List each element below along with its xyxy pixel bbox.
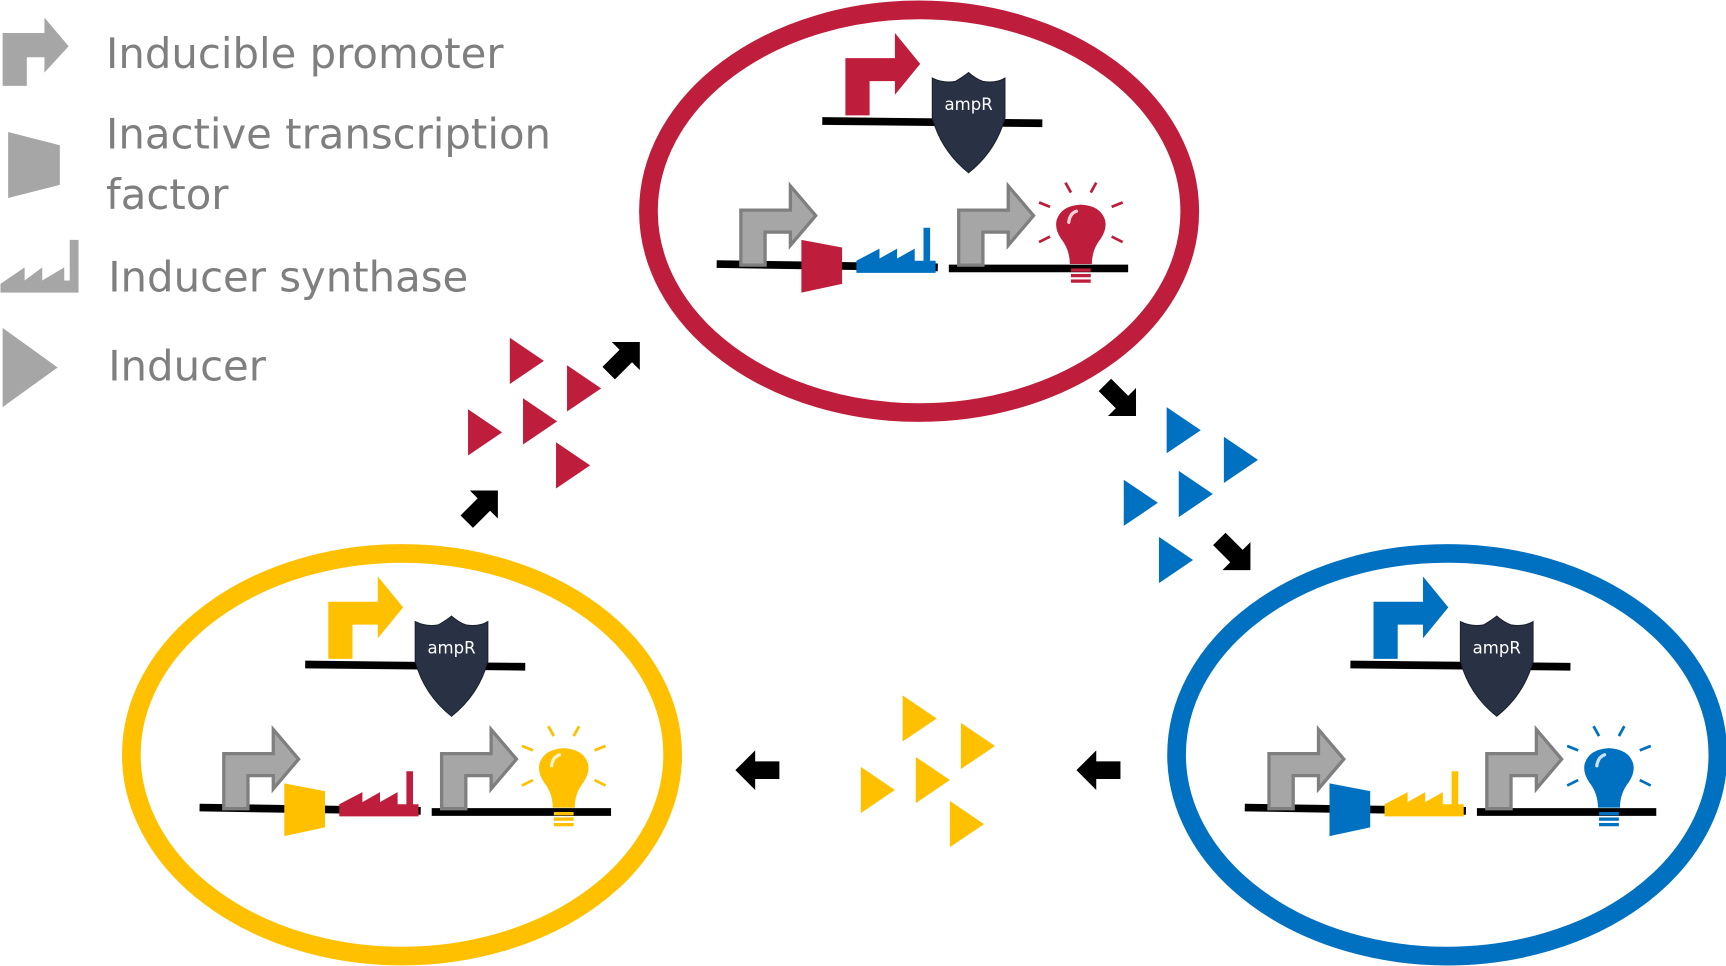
legend: Inducible promoter Inactive transcriptio… (0, 17, 551, 408)
flow-arrow-icon (602, 342, 640, 380)
dna-strand (822, 117, 1043, 128)
legend-label-promoter: Inducible promoter (106, 29, 504, 78)
dna-strand (1350, 660, 1571, 671)
inducible-promoter-icon (957, 181, 1036, 267)
inducer-triangle-icon (556, 442, 591, 489)
transcription-factor-icon (8, 132, 60, 199)
legend-label-transcription-factor: Inactive transcription (106, 110, 551, 159)
inducer-triangle-icon (1178, 470, 1213, 518)
cell-membrane (639, 0, 1200, 422)
legend-label-inducer: Inducer (108, 342, 267, 391)
transcription-factor-icon (1329, 783, 1371, 837)
yellow-cell: ampR (121, 544, 683, 966)
flow-arrow-icon (460, 490, 498, 528)
constitutive-promoter-icon (1373, 576, 1449, 659)
inducer-triangle-icon (468, 409, 503, 456)
inducer-triangle-icon (949, 800, 985, 848)
lightbulb-icon (1038, 181, 1124, 283)
flow-arrow-icon (1098, 378, 1137, 417)
factory-icon (1384, 771, 1464, 817)
inducer-triangle-icon (1166, 407, 1201, 454)
inducible-promoter-icon (439, 724, 519, 811)
inducer-triangle-icon (902, 695, 937, 742)
flow-arrow-icon (735, 750, 780, 790)
inducer-triangle-icon (1123, 479, 1158, 526)
blue-cell: ampR (1167, 544, 1726, 966)
dna-strand (305, 660, 526, 671)
inducer-triangle-icon (567, 365, 602, 412)
shield-icon (1459, 615, 1534, 717)
inducible-promoter-icon (1485, 724, 1564, 811)
shield-icon (931, 71, 1006, 174)
constitutive-promoter-icon (328, 576, 404, 659)
transcription-factor-icon (801, 239, 843, 293)
ampr-label: ampR (945, 95, 993, 114)
triangle-icon (2, 327, 58, 408)
inducible-promoter-icon (1267, 724, 1346, 811)
lightbulb-icon (1566, 725, 1652, 827)
constitutive-promoter-icon (845, 33, 921, 116)
transcription-factor-icon (284, 783, 325, 837)
cell-membrane (1167, 544, 1726, 966)
factory-icon (0, 239, 79, 293)
factory-icon (339, 771, 419, 817)
legend-label-inducer-synthase: Inducer synthase (108, 253, 468, 302)
inducer-triangle-icon (1158, 536, 1194, 584)
inducer-triangle-icon (960, 722, 996, 770)
flow-arrow-icon (1076, 750, 1121, 790)
ampr-label: ampR (427, 639, 475, 658)
inducer-triangle-icon (1223, 436, 1258, 483)
red-cell: ampR (639, 0, 1200, 422)
ampr-label: ampR (1473, 639, 1521, 658)
flow-arrow-icon (1213, 532, 1251, 571)
promoter-arrow-icon (2, 17, 69, 86)
factory-icon (856, 227, 936, 273)
inducible-promoter-icon (739, 181, 818, 267)
legend-label-transcription-factor-line2: factor (106, 170, 229, 219)
shield-icon (414, 615, 489, 717)
inducer-triangle-icon (915, 756, 950, 804)
cell-membrane (121, 544, 683, 966)
inducer-triangle-icon (509, 337, 544, 384)
lightbulb-icon (521, 725, 607, 827)
inducible-promoter-icon (222, 724, 301, 811)
inducer-triangle-icon (860, 766, 895, 814)
inducer-triangle-icon (523, 398, 558, 445)
